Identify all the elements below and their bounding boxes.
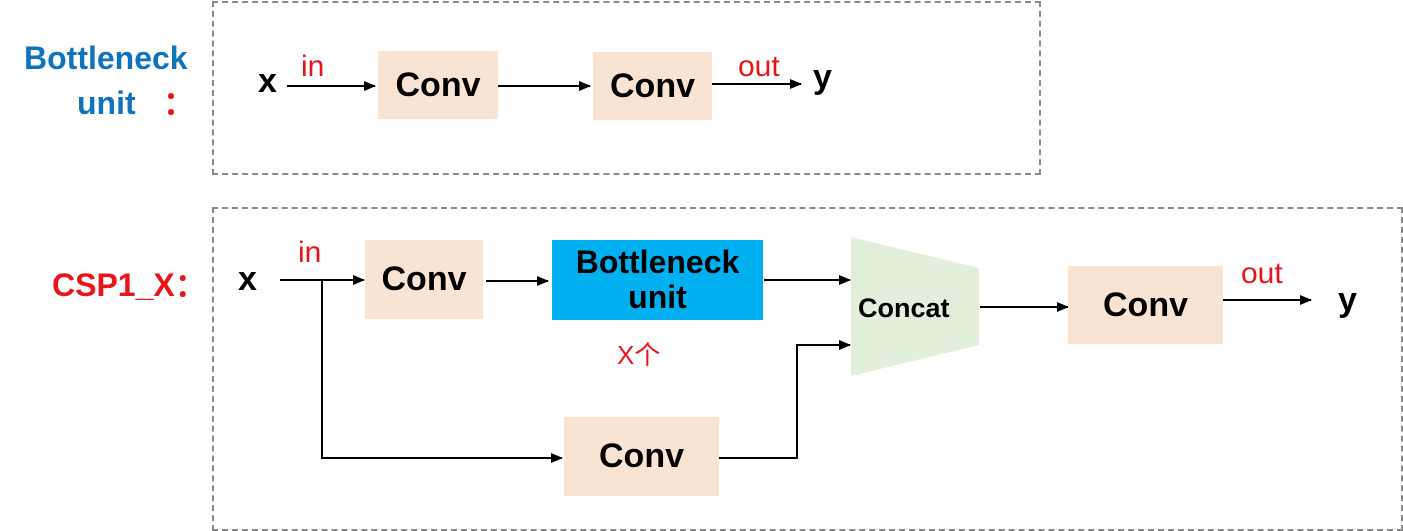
top-input-x: x [258,62,277,100]
top-output-y: y [813,58,832,96]
bottleneck-title-line1: Bottleneck [24,40,188,76]
csp-conv-top: Conv [365,240,483,319]
csp-conv-bottom: Conv [564,417,719,496]
repeat-count-label: X个 [617,340,661,370]
csp-conv-out: Conv [1068,266,1223,344]
bottom-input-x: x [238,260,257,298]
bottleneck-unit-block: Bottleneck unit [552,240,763,320]
bottleneck-panel [212,1,1041,175]
concat-trapezoid [851,237,979,376]
bottleneck-title-line2: unit [77,85,136,121]
concat-label: Concat [858,293,950,323]
top-conv-1: Conv [378,51,498,119]
bottleneck-unit-line1: Bottleneck [575,243,740,280]
arrow-conv-bottom-to-concat [719,340,851,459]
bottleneck-title-colon: ： [163,85,196,121]
top-in-label: in [301,50,325,83]
bottom-output-y: y [1338,281,1357,319]
top-out-label: out [738,50,780,83]
arrow-branch-to-conv-bottom [321,280,563,463]
bottom-in-label: in [298,236,322,269]
csp1-title: CSP1_X： [52,267,207,303]
top-conv-2: Conv [593,52,712,120]
csp1-panel [212,207,1403,531]
bottom-out-label: out [1241,257,1283,290]
bottleneck-unit-line2: unit [628,279,687,315]
